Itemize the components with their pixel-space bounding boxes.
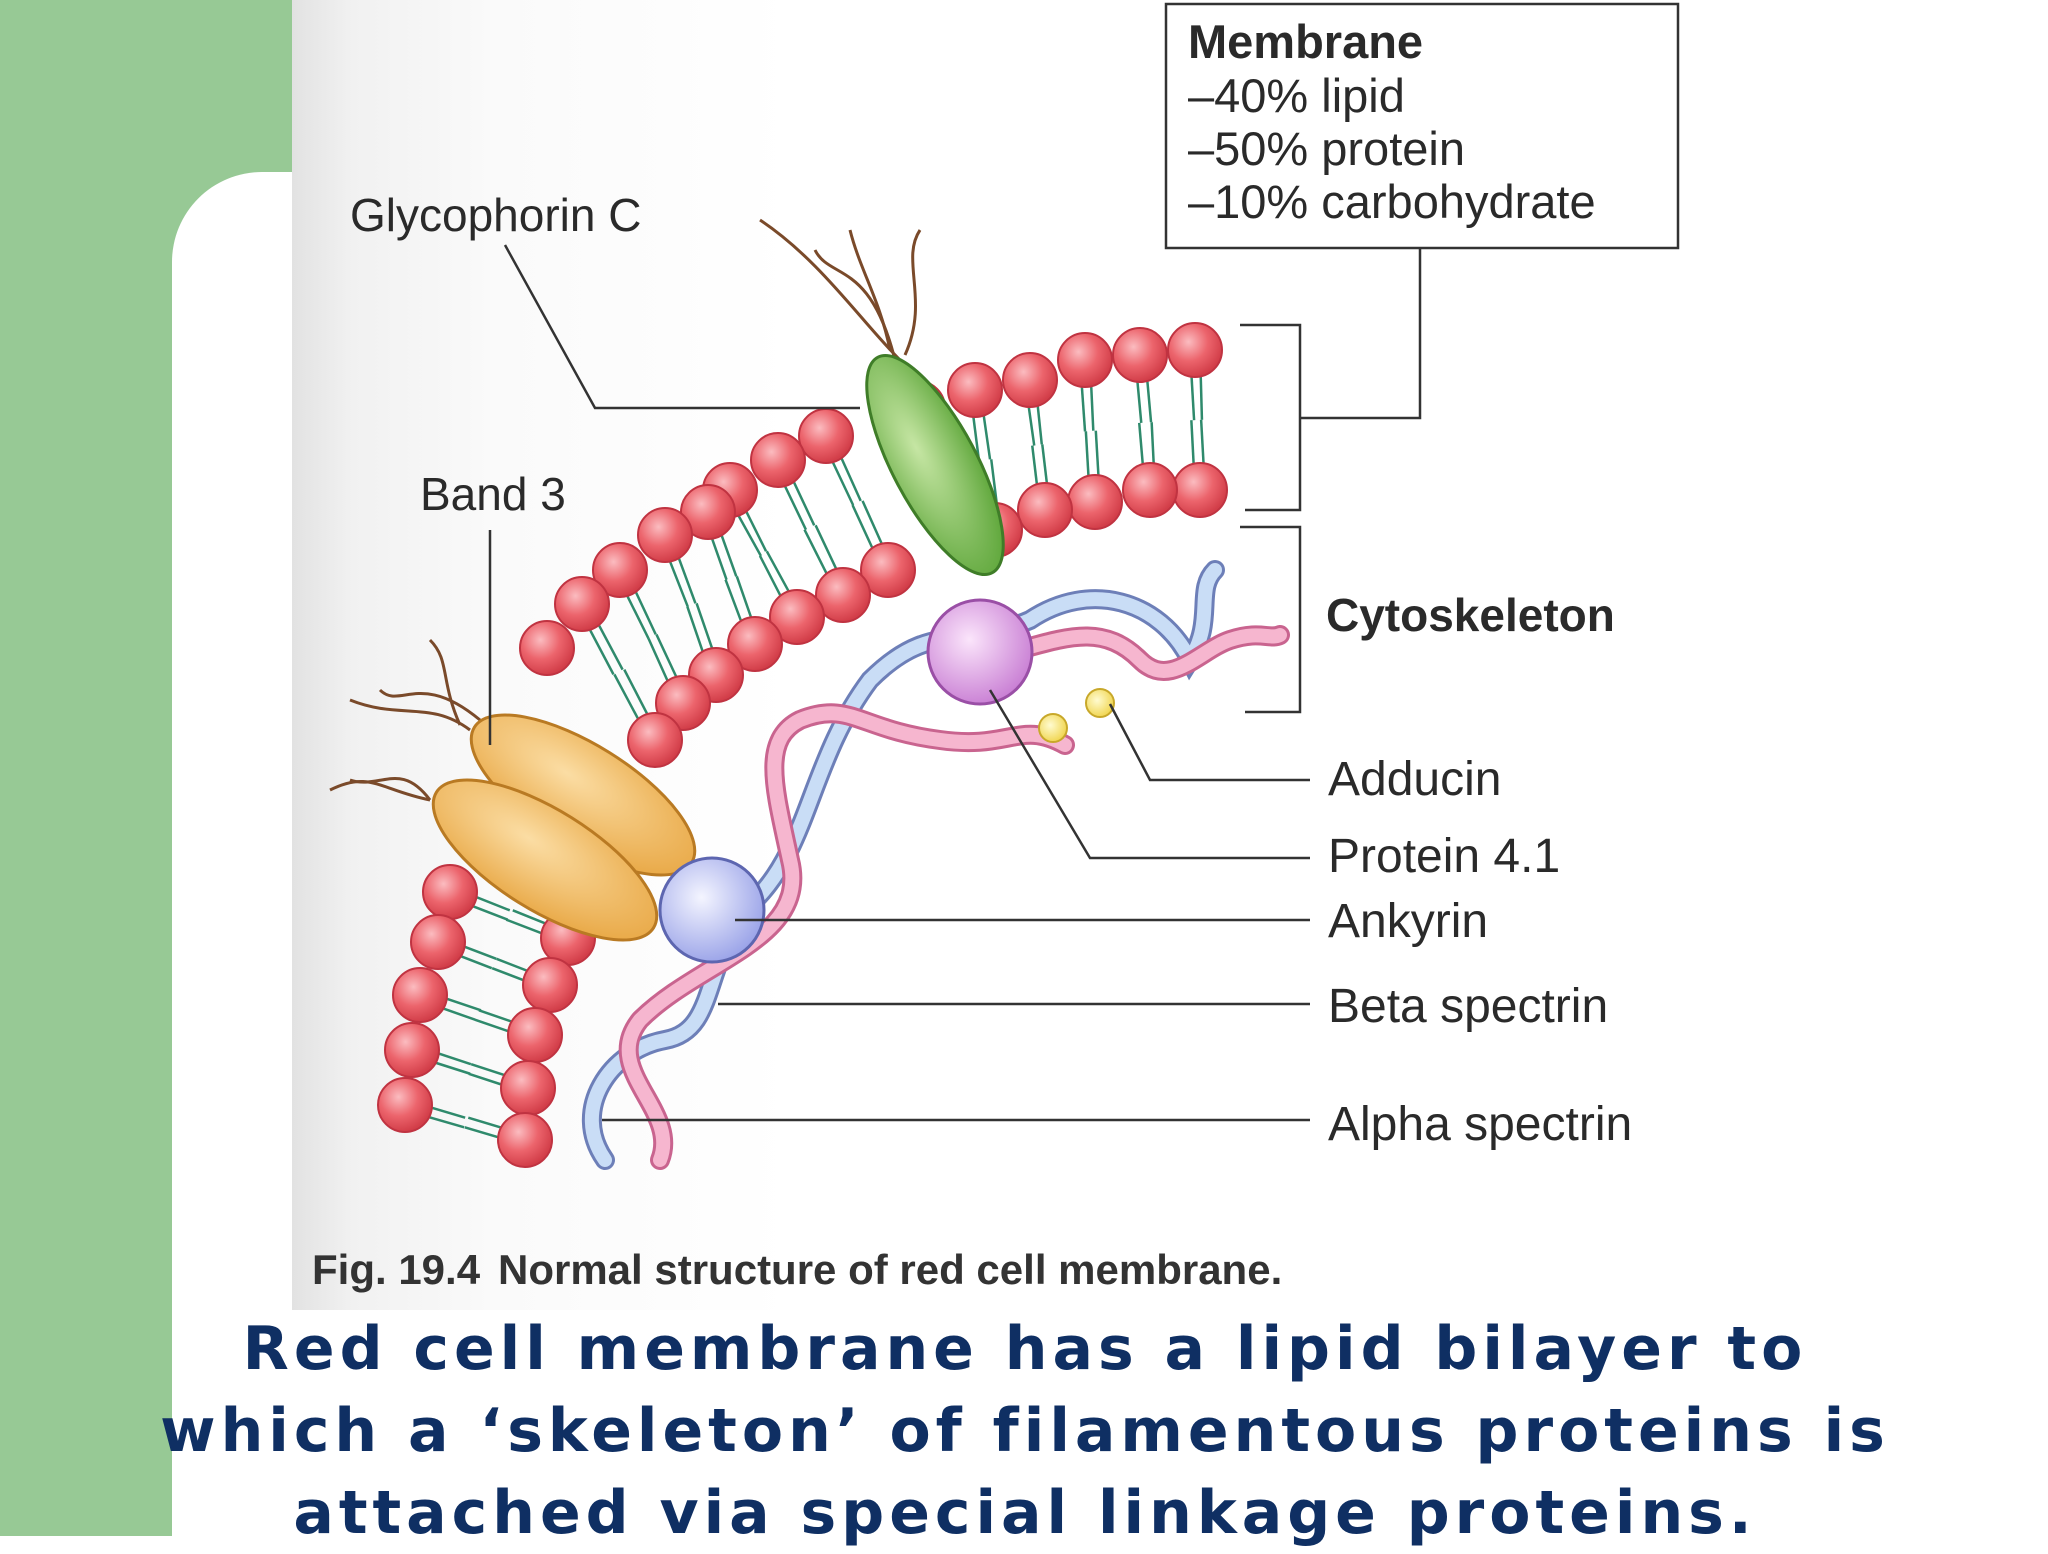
lipid-head	[1123, 463, 1177, 517]
lipid-head	[498, 1113, 552, 1167]
membrane-box-line: –40% lipid	[1188, 69, 1405, 122]
adducin-sphere	[1039, 714, 1067, 742]
membrane-box-line: –50% protein	[1188, 122, 1465, 175]
label-adducin: Adducin	[1328, 753, 1501, 806]
lipid-head	[1058, 333, 1112, 387]
lipid-head	[411, 915, 465, 969]
lipid-head	[1018, 483, 1072, 537]
label-glycophorin-c: Glycophorin C	[350, 189, 641, 241]
protein-4-1-sphere	[928, 600, 1032, 704]
slide-caption: Red cell membrane has a lipid bilayer to…	[150, 1308, 1900, 1554]
ankyrin-sphere	[660, 858, 764, 962]
lipid-head	[385, 1023, 439, 1077]
lipid-head	[1003, 353, 1057, 407]
lipid-head	[520, 621, 574, 675]
lipid-head	[1168, 323, 1222, 377]
lipid-head	[799, 409, 853, 463]
lipid-head	[638, 508, 692, 562]
lipid-head	[501, 1061, 555, 1115]
label-alpha-spectrin: Alpha spectrin	[1328, 1098, 1632, 1151]
lipid-head	[423, 865, 477, 919]
label-cytoskeleton: Cytoskeleton	[1326, 589, 1615, 641]
lipid-head	[1113, 328, 1167, 382]
lipid-head	[523, 958, 577, 1012]
lipid-head	[628, 713, 682, 767]
figure-title: Normal structure of red cell membrane.	[498, 1246, 1282, 1293]
label-ankyrin: Ankyrin	[1328, 895, 1488, 948]
label-protein-4-1: Protein 4.1	[1328, 830, 1560, 883]
lipid-head	[555, 577, 609, 631]
lipid-head	[393, 968, 447, 1022]
adducin-sphere	[1086, 689, 1114, 717]
lipid-head	[378, 1078, 432, 1132]
membrane-box-title: Membrane	[1188, 15, 1423, 68]
lipid-head	[751, 433, 805, 487]
lipid-head	[1068, 475, 1122, 529]
label-band-3: Band 3	[420, 468, 566, 520]
figure-number: Fig. 19.4	[312, 1246, 481, 1293]
lipid-head	[1173, 463, 1227, 517]
membrane-box-line: –10% carbohydrate	[1188, 175, 1596, 228]
lipid-head	[508, 1008, 562, 1062]
label-beta-spectrin: Beta spectrin	[1328, 980, 1608, 1033]
lipid-head	[948, 363, 1002, 417]
